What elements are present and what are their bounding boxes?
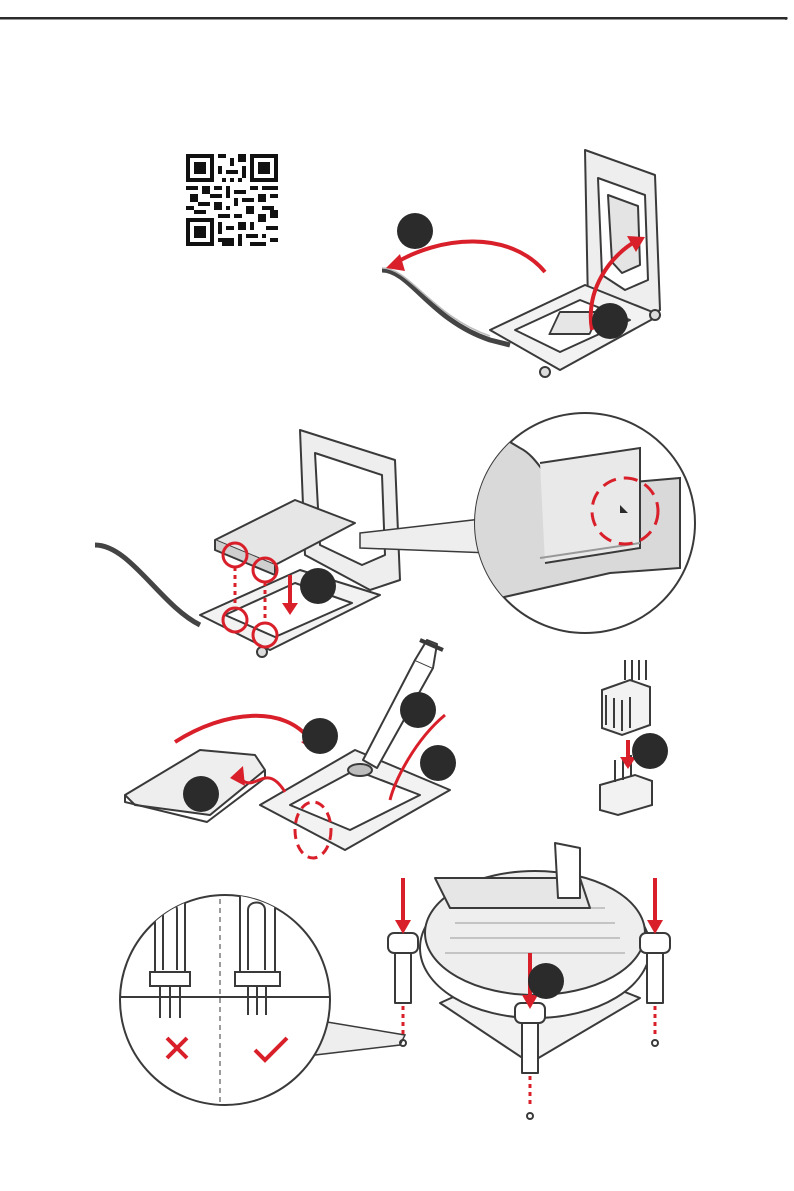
page-top-rule (0, 17, 794, 21)
step-badge (300, 568, 336, 604)
fan-connector-figure (590, 655, 680, 820)
qr-code-icon[interactable] (186, 154, 278, 246)
thermal-paste-figure (115, 630, 480, 865)
step-badge (183, 776, 219, 812)
step-badge (592, 303, 628, 339)
step-badge (400, 692, 436, 728)
cross-mark-icon (158, 1032, 198, 1072)
step-badge (397, 213, 433, 249)
socket-open-lever-figure (370, 140, 690, 390)
check-mark-icon (248, 1032, 298, 1072)
step-badge (632, 733, 668, 769)
step-badge (302, 718, 338, 754)
step-badge (528, 963, 564, 999)
step-badge (420, 745, 456, 781)
cpu-notch-detail (340, 408, 690, 648)
push-pin-detail (115, 890, 415, 1110)
